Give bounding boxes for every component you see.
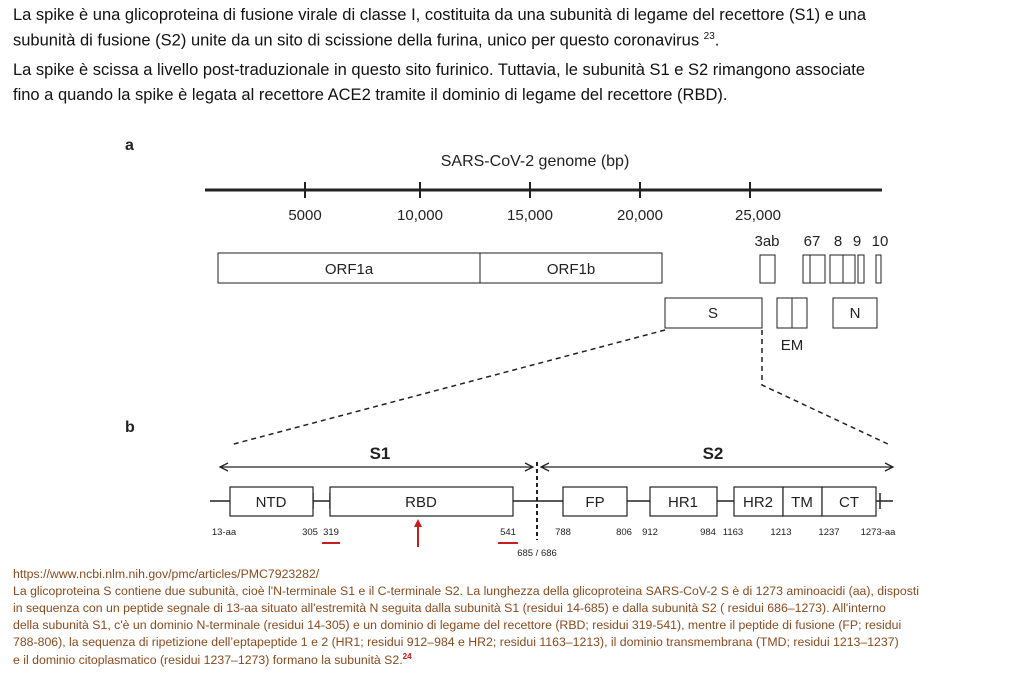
intro-line: La spike è una glicoproteina di fusione …	[13, 6, 867, 24]
n-gene-box	[832, 297, 878, 329]
s1-arrow	[218, 462, 535, 472]
s-label: S	[708, 305, 718, 322]
intro-text: subunità di fusione (S2) unite da un sit…	[13, 31, 704, 50]
residue-label: 984	[700, 527, 716, 538]
n-label: N	[850, 305, 861, 322]
caption-line: 788-806), la sequenza di ripetizione del…	[13, 635, 899, 649]
domain-label: CT	[839, 494, 859, 511]
s1-label: S1	[370, 444, 391, 463]
orf1a-label: ORF1a	[325, 261, 374, 278]
residue-label: 1273-aa	[861, 527, 897, 538]
caption-line: in sequenza con un peptide segnale di 13…	[13, 601, 886, 615]
residue-label: 912	[642, 527, 658, 538]
residue-label: 1213	[770, 527, 791, 538]
panel-label-a: a	[125, 137, 134, 154]
intro-line: La spike è scissa a livello post-traduzi…	[13, 61, 866, 79]
gene-label: 8	[834, 233, 842, 250]
zoom-dashed-lines	[229, 329, 891, 446]
red-highlights	[322, 519, 518, 547]
source-url[interactable]: https://www.ncbi.nlm.nih.gov/pmc/article…	[13, 567, 320, 581]
domain-label: HR2	[743, 494, 773, 511]
caption-line: della subunità S1, c'è un dominio N-term…	[13, 618, 902, 632]
orf1b-box	[479, 252, 663, 284]
panel-label-b: b	[125, 419, 135, 436]
genome-title: SARS-CoV-2 genome (bp)	[441, 153, 630, 170]
residue-label: 806	[616, 527, 632, 538]
tick-label: 25,000	[735, 207, 781, 224]
reference-superscript: 24	[402, 652, 412, 661]
fp-domain	[562, 486, 628, 517]
domain-label: RBD	[405, 494, 437, 511]
gene-label: 3ab	[754, 233, 779, 250]
cleavage-site-label: 685 / 686	[517, 548, 557, 559]
tick-label: 10,000	[397, 207, 443, 224]
domain-label: FP	[585, 494, 604, 511]
gene-label: 67	[804, 233, 821, 250]
domain-label: HR1	[668, 494, 698, 511]
rbd-domain	[329, 486, 514, 517]
tm-domain	[782, 486, 823, 517]
gene-3ab-box	[759, 254, 776, 284]
tick-label: 20,000	[617, 207, 663, 224]
domain-label: NTD	[256, 494, 287, 511]
hr2-domain	[733, 486, 784, 517]
em-label: EM	[781, 337, 804, 354]
gene-label: 9	[853, 233, 861, 250]
caption-text: e il dominio citoplasmatico (residui 123…	[13, 653, 403, 668]
residue-label: 788	[555, 527, 571, 538]
gene-label: 10	[872, 233, 889, 250]
intro-text: .	[714, 31, 720, 50]
axis-ticks	[304, 182, 751, 198]
accessory-gene-boxes	[802, 254, 882, 284]
e-gene-box	[776, 297, 793, 329]
domain-label: TM	[791, 494, 813, 511]
s-gene-box	[664, 297, 763, 329]
residue-label: 13-aa	[212, 527, 237, 538]
m-gene-box	[791, 297, 808, 329]
residue-label: 319	[323, 527, 339, 538]
s2-arrow	[539, 462, 895, 472]
residue-label: 1163	[723, 527, 743, 538]
hr1-domain	[649, 486, 718, 517]
intro-line: subunità di fusione (S2) unite da un sit…	[13, 31, 719, 51]
residue-label: 1237	[818, 527, 839, 538]
s2-label: S2	[703, 444, 724, 463]
caption-line: La glicoproteina S contiene due subunità…	[13, 584, 919, 598]
ntd-domain	[229, 486, 314, 517]
tick-label: 15,000	[507, 207, 553, 224]
reference-superscript: 23	[703, 31, 715, 42]
residue-label: 541	[500, 527, 516, 538]
residue-label: 305	[302, 527, 318, 538]
orf1b-label: ORF1b	[547, 261, 595, 278]
tick-label: 5000	[288, 207, 321, 224]
caption-line: e il dominio citoplasmatico (residui 123…	[13, 652, 412, 667]
ct-domain	[821, 486, 877, 517]
intro-line: fino a quando la spike è legata al recet…	[13, 86, 728, 104]
